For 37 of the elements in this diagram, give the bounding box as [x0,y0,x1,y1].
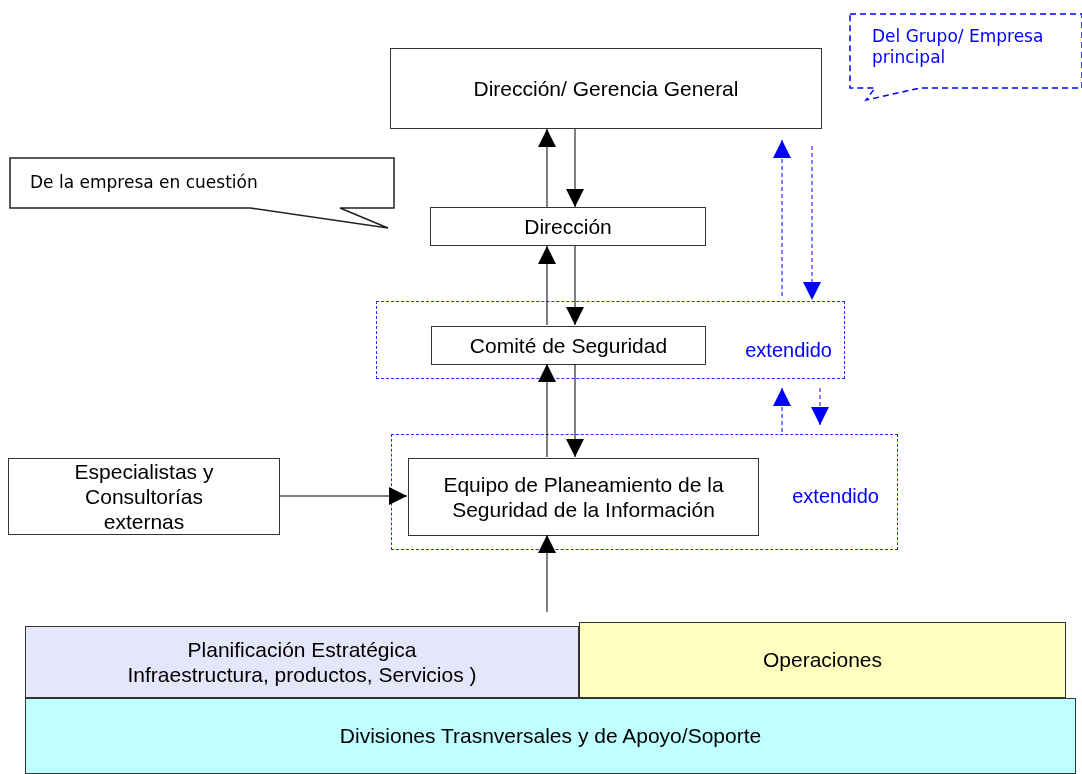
process-box [8,458,280,535]
group-label: extendido [792,484,879,508]
callout-text: De la empresa en cuestión [30,172,259,194]
dashed-group [376,301,845,379]
callout-box [850,14,1082,104]
node-text: Dirección [524,213,612,240]
arrow [279,487,408,505]
process-box [431,326,706,365]
arrow [566,363,584,458]
group-label: extendido [745,338,832,362]
node-text: Planificación Estratégica [187,636,417,662]
arrow [811,387,829,426]
node-text: Equipo de Planeamiento de la Seguridad de la Información [442,471,725,523]
process-box [430,207,706,246]
node-text: Dirección/ Gerencia General [473,75,739,102]
layer-band [579,622,1066,698]
node-text: Operaciones [762,647,883,673]
node-text: Infraestructura, productos, Servicios ) [127,662,477,688]
arrow [566,128,584,208]
arrow [803,145,821,301]
layer-band [25,698,1076,774]
arrow [773,139,791,297]
arrow [566,245,584,326]
callout-box [10,158,394,230]
arrow [773,387,791,433]
process-box [408,458,759,536]
arrow [538,128,556,208]
dashed-group [391,434,898,550]
node-text: Divisiones Trasnversales y de Apoyo/Soporte [339,723,762,749]
process-box [390,48,822,129]
node-text: Especialistas y Consultorías externas [73,458,215,535]
arrow [538,245,556,326]
arrow [538,363,556,458]
layer-band [25,626,579,698]
node-text: Comité de Seguridad [469,332,668,359]
arrow [538,534,556,613]
callout-text: Del Grupo/ Empresa principal [872,26,1045,69]
